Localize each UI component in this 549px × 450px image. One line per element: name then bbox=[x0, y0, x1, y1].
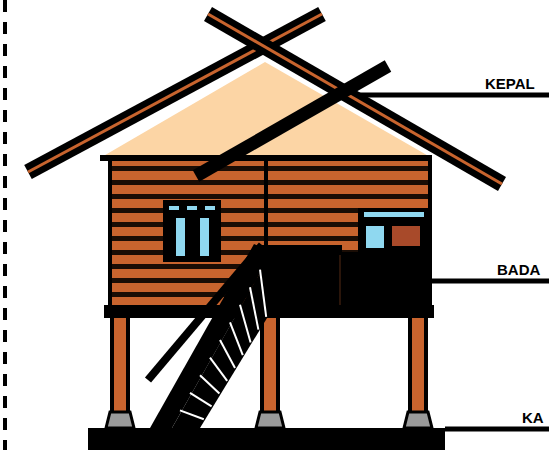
stair-step bbox=[240, 305, 251, 343]
ground-base bbox=[88, 428, 445, 450]
window bbox=[358, 208, 428, 254]
stair-step bbox=[220, 340, 235, 368]
part-label: BADA bbox=[497, 262, 540, 277]
stairs bbox=[148, 244, 278, 428]
stair-step bbox=[230, 322, 243, 355]
stair-step bbox=[180, 410, 204, 419]
part-label: KA bbox=[522, 410, 544, 425]
window bbox=[163, 200, 221, 262]
stair-step bbox=[260, 270, 266, 317]
stair-step bbox=[210, 358, 227, 381]
leader-line bbox=[358, 95, 549, 429]
dashed-border bbox=[3, 0, 7, 450]
part-label: KEPAL bbox=[485, 76, 535, 91]
stair-step bbox=[190, 393, 212, 407]
stair-step bbox=[200, 375, 219, 393]
stair-step bbox=[250, 287, 258, 329]
porch bbox=[262, 245, 430, 307]
roof bbox=[28, 14, 502, 184]
